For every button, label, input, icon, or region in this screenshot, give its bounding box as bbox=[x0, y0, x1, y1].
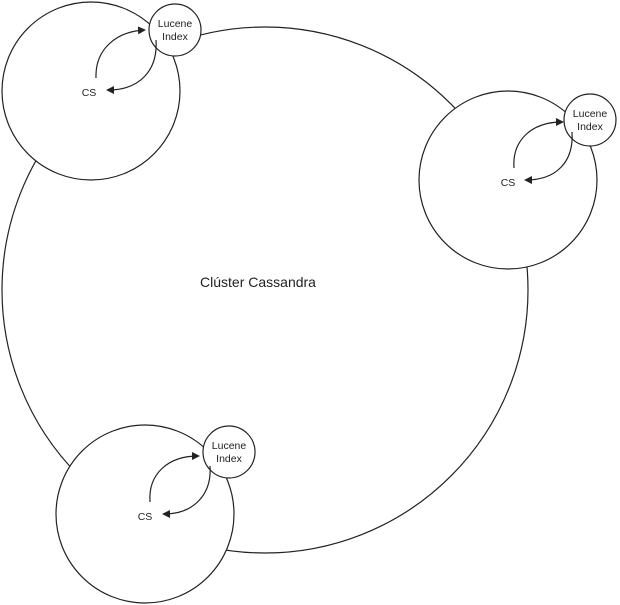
lucene-index-label-line1: Lucene bbox=[573, 108, 608, 120]
arrow-lucene-to-cs bbox=[524, 131, 573, 184]
lucene-index-label-line1: Lucene bbox=[212, 440, 247, 452]
node-circle bbox=[1, 1, 181, 181]
arrow-cs-to-lucene bbox=[513, 118, 564, 169]
cs-label: CS bbox=[138, 511, 153, 523]
node-bottom-left: Lucene Index CS bbox=[55, 424, 256, 604]
arrow-lucene-to-cs bbox=[106, 39, 157, 94]
lucene-index-circle bbox=[563, 93, 617, 147]
lucene-index-circle bbox=[148, 3, 202, 57]
arrow-cs-to-lucene bbox=[95, 26, 146, 79]
lucene-index-label-line1: Lucene bbox=[158, 18, 193, 30]
node-right: Lucene Index CS bbox=[418, 90, 617, 270]
node-circle bbox=[55, 424, 235, 604]
arrow-lucene-to-cs bbox=[162, 465, 211, 518]
lucene-index-label-line2: Index bbox=[162, 31, 188, 43]
lucene-index-circle bbox=[202, 425, 256, 479]
lucene-index-label-line2: Index bbox=[216, 453, 242, 465]
node-top-left: Lucene Index CS bbox=[1, 1, 202, 181]
arrow-cs-to-lucene bbox=[149, 452, 200, 503]
cs-label: CS bbox=[501, 177, 516, 189]
node-circle bbox=[418, 90, 598, 270]
cluster-label: Clúster Cassandra bbox=[200, 274, 316, 290]
cs-label: CS bbox=[82, 87, 97, 99]
cluster-ring bbox=[1, 26, 529, 554]
lucene-index-label-line2: Index bbox=[577, 121, 603, 133]
